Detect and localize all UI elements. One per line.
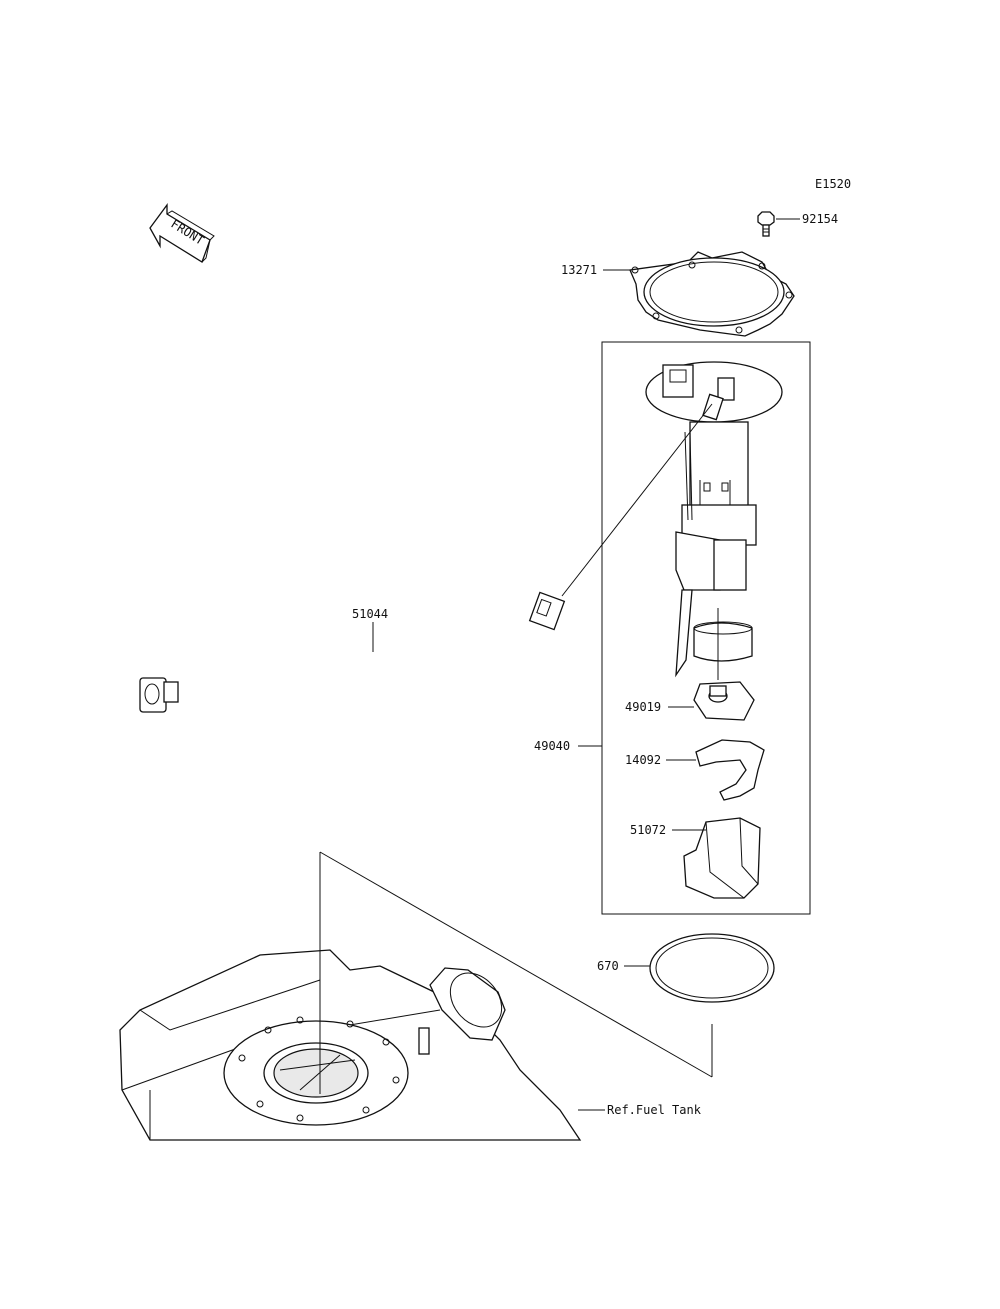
label-92154: 92154 [802, 212, 838, 226]
cover-icon [683, 817, 761, 899]
fuel-tank-icon [119, 949, 582, 1141]
diagram-code: E1520 [815, 177, 851, 191]
leader-hose-connector [561, 403, 713, 597]
leader-tank-diagonal [319, 851, 713, 1078]
pump-cushion-icon [693, 681, 755, 721]
fuel-filter-icon [693, 621, 753, 662]
label-49019: 49019 [625, 700, 661, 714]
front-arrow-icon: FRONT [149, 203, 215, 263]
pump-assembly-frame [601, 341, 811, 915]
fuel-hose-icon [139, 591, 566, 713]
label-51044: 51044 [352, 607, 388, 621]
seal-ring-icon [649, 933, 775, 1003]
label-ref-fuel-tank: Ref.Fuel Tank [607, 1103, 702, 1117]
bracket-icon [695, 739, 765, 801]
bolt-icon [757, 211, 775, 237]
fuel-pump-icon [645, 361, 783, 678]
label-51072: 51072 [630, 823, 666, 837]
label-49040: 49040 [534, 739, 570, 753]
gasket-plate-icon [629, 251, 795, 337]
label-14092: 14092 [625, 753, 661, 767]
label-13271: 13271 [561, 263, 597, 277]
label-670: 670 [597, 959, 619, 973]
